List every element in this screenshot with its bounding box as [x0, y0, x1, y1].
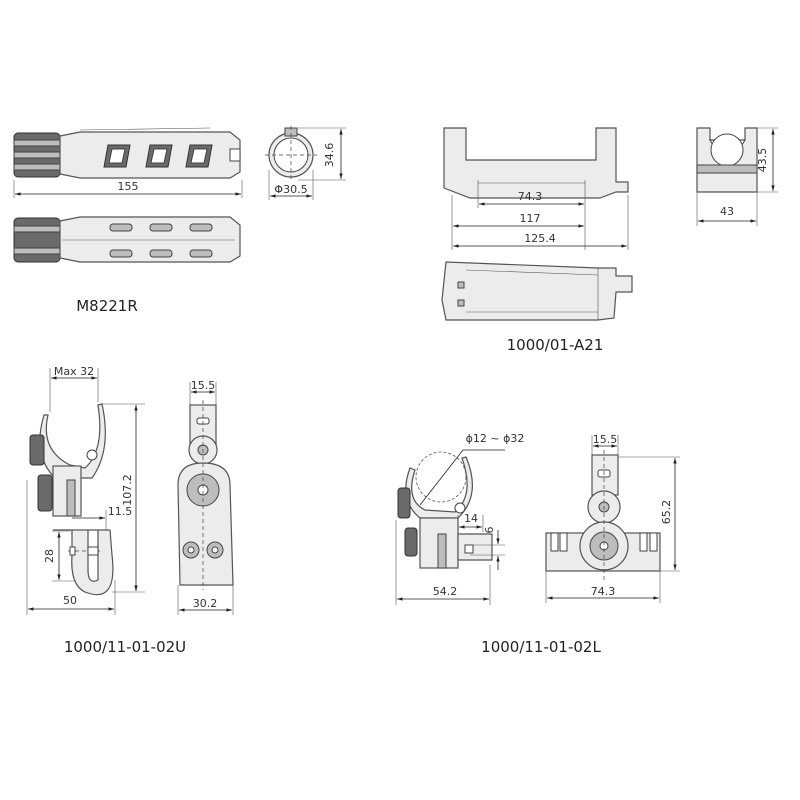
clamp-front-view	[177, 400, 234, 590]
holder-end-view	[696, 127, 758, 193]
dim-l02-slot-height: 6	[483, 527, 496, 534]
part-label-u02: 1000/11-01-02U	[64, 638, 186, 656]
dim-u02-hook: 28	[43, 549, 56, 563]
clamp-side-view	[29, 403, 114, 596]
dim-u02-base-width: 30.2	[193, 597, 218, 610]
dim-u02-height: 107.2	[121, 474, 134, 506]
a21-drawing: 74.3 117 125.4 1000/01-A21 43.5 43	[441, 127, 778, 354]
mode-buttons	[103, 144, 213, 168]
dim-u02-clamp: Max 32	[54, 365, 94, 378]
flashlight-top-view	[13, 127, 241, 179]
dim-l02-clamp: ϕ12 ~ ϕ32	[466, 432, 525, 445]
dim-u02-depth: 50	[63, 594, 77, 607]
flashlight-end-view	[265, 126, 317, 182]
dim-l02-base-width: 74.3	[591, 585, 616, 598]
dim-l02-slot: 14	[464, 512, 478, 525]
dim-l02-depth: 54.2	[433, 585, 458, 598]
m8221r-drawing: 155 M8221R 34.6 Φ30.5	[13, 126, 346, 315]
clamp-front-view-l	[545, 450, 661, 580]
clamp-side-view-l	[397, 449, 505, 569]
holder-bottom-view	[441, 261, 633, 321]
dim-l02-top-width: 15.5	[593, 433, 618, 446]
part-label-l02: 1000/11-01-02L	[481, 638, 601, 656]
u02-drawing: Max 32 107.2 11.5 28 50 15.5 30.2 1000/1…	[26, 365, 234, 656]
dim-l02-height: 65.2	[660, 500, 673, 525]
l02-drawing: ϕ12 ~ ϕ32 14 6 54.2 15.5 65.2 74.3 1000/	[395, 432, 680, 656]
dim-u02-top-width: 15.5	[191, 379, 216, 392]
holder-side-view	[443, 127, 629, 199]
dim-a21-height: 43.5	[756, 148, 769, 173]
dim-a21-overall: 125.4	[524, 232, 556, 245]
part-label-a21: 1000/01-A21	[507, 336, 604, 354]
dim-a21-width: 43	[720, 205, 734, 218]
dim-m8221r-height: 34.6	[323, 143, 336, 168]
dim-a21-mid: 117	[520, 212, 541, 225]
dim-u02-offset: 11.5	[108, 505, 133, 518]
dim-m8221r-length: 155	[118, 180, 139, 193]
dim-m8221r-diameter: Φ30.5	[274, 183, 307, 196]
flashlight-bottom-view	[13, 216, 241, 263]
dim-a21-inner: 74.3	[518, 190, 543, 203]
part-label-m8221r: M8221R	[76, 297, 138, 315]
